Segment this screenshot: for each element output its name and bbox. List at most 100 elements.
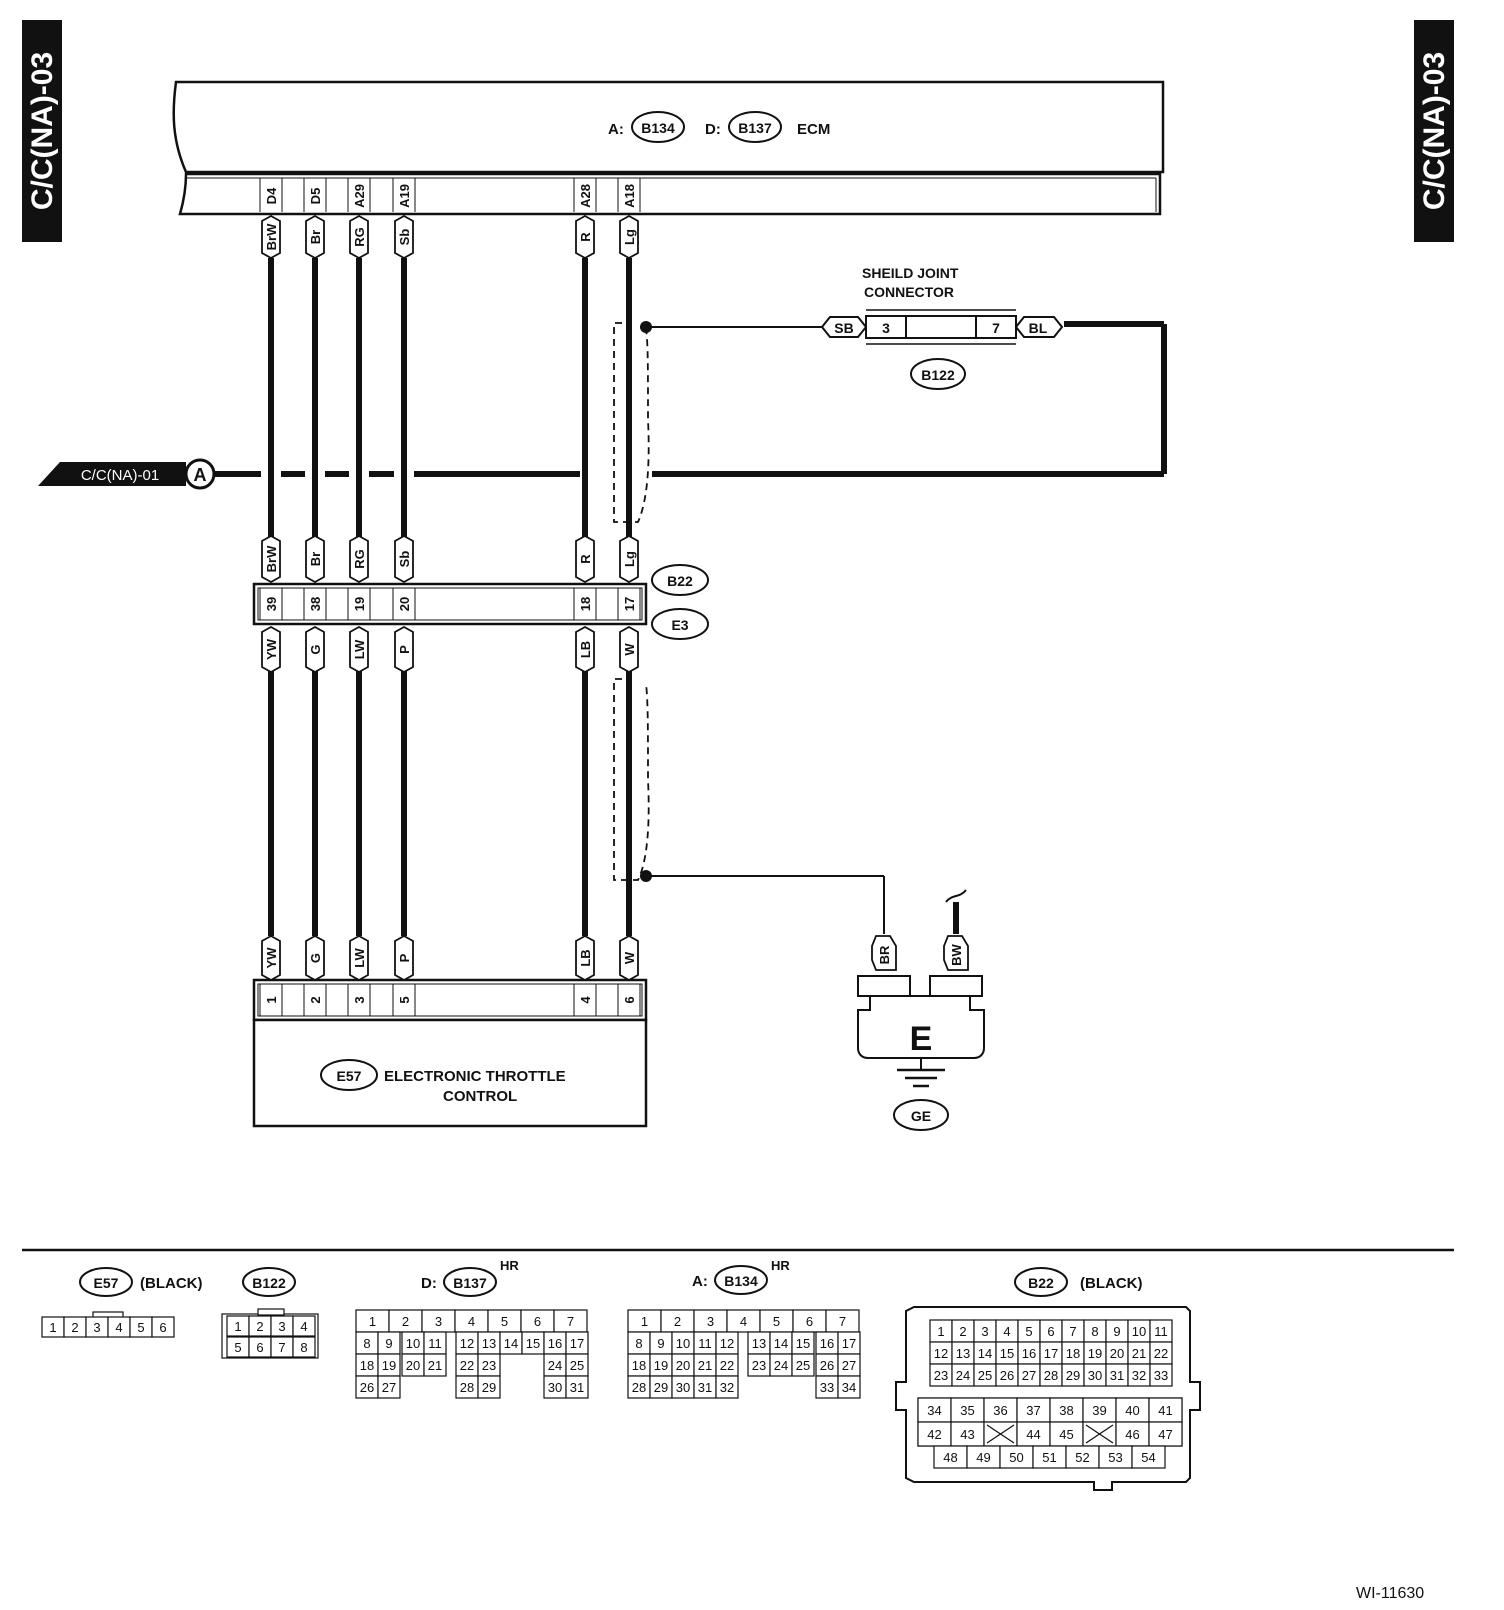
pin-cell: 7	[825, 1309, 860, 1333]
ecm-box: A: B134 D: B137 ECM	[172, 80, 1165, 216]
pin-number: 15	[1000, 1346, 1014, 1361]
pin-cell: 18	[355, 1353, 379, 1377]
legend-b134-id: B134	[724, 1273, 758, 1289]
pin-cell: 14	[499, 1331, 523, 1355]
ecm-wire-color: R	[578, 232, 593, 242]
pin-cell: 21	[693, 1353, 717, 1377]
pin-number: 2	[71, 1320, 78, 1335]
pin-cell: 5	[226, 1336, 250, 1358]
b22-wire-color-tag: BrW	[261, 534, 281, 584]
etc-connector-id: E57	[337, 1068, 362, 1084]
etc-wire-color-tag: LW	[349, 934, 369, 982]
pin-number: 27	[1022, 1368, 1036, 1383]
ecm-pin-label: A28	[578, 184, 593, 208]
pin-number: 31	[1110, 1368, 1124, 1383]
pin-cell: 43	[950, 1421, 985, 1447]
etc-wire-color-tag: LB	[575, 934, 595, 982]
pin-cell: 4	[726, 1309, 761, 1333]
pin-number: 24	[774, 1358, 788, 1373]
pin-cell: 23	[477, 1353, 501, 1377]
pin-cell: 29	[1061, 1363, 1085, 1387]
pin-number: 7	[278, 1340, 285, 1355]
pin-cell: 16	[1017, 1341, 1041, 1365]
pin-cell: 8	[355, 1331, 379, 1355]
ecm-wire-color: RG	[352, 227, 367, 247]
pin-cell: 17	[565, 1331, 589, 1355]
pin-number: 31	[570, 1380, 584, 1395]
pin-number: 19	[654, 1358, 668, 1373]
legend-b22-id: B22	[1028, 1275, 1054, 1291]
pin-cell: 10	[671, 1331, 695, 1355]
pin-cell: 2	[660, 1309, 695, 1333]
e3-wire-color-tag: YW	[261, 625, 281, 674]
pin-cell: 49	[966, 1445, 1001, 1469]
pin-cell: 44	[1016, 1421, 1051, 1447]
etc-title-line-2: CONTROL	[443, 1088, 517, 1105]
pin-number: 29	[1066, 1368, 1080, 1383]
legend-b137-prefix: D:	[421, 1275, 437, 1292]
pin-number: 25	[796, 1358, 810, 1373]
ground-left-color: BR	[877, 945, 892, 964]
pin-cell: 30	[671, 1375, 695, 1399]
pin-cell: 45	[1049, 1421, 1084, 1447]
pin-cell: 51	[1032, 1445, 1067, 1469]
pin-number: 26	[360, 1380, 374, 1395]
e3-wire-color-tag: P	[394, 625, 414, 674]
pin-number: 10	[676, 1336, 690, 1351]
legend-b137-sup: HR	[500, 1258, 519, 1273]
ecm-wire-color-tag: BrW	[261, 214, 281, 260]
pin-number: 3	[435, 1314, 442, 1329]
etc-wire-color-tag: G	[305, 934, 325, 982]
pin-number: 8	[300, 1340, 307, 1355]
pin-cell: 17	[1039, 1341, 1063, 1365]
pin-number: 23	[934, 1368, 948, 1383]
pin-cell: 2	[63, 1316, 87, 1338]
pin-cell: 40	[1115, 1397, 1150, 1423]
pin-number: 38	[1059, 1403, 1073, 1418]
pin-number: 11	[698, 1336, 712, 1351]
pin-cell: 13	[951, 1341, 975, 1365]
ecm-wire-color-tag: RG	[349, 214, 369, 260]
pin-cell: 12	[715, 1331, 739, 1355]
etc-wire-color-tag: YW	[261, 934, 281, 982]
legend-e57-note: (BLACK)	[140, 1275, 202, 1292]
b22-connector-id: B22	[667, 573, 693, 589]
pin-cell: 54	[1131, 1445, 1166, 1469]
pin-number: 10	[406, 1336, 420, 1351]
pin-number: 5	[234, 1340, 241, 1355]
e3-wire-color: P	[397, 645, 412, 654]
pin-cell: 26	[355, 1375, 379, 1399]
pin-cell: 31	[565, 1375, 589, 1399]
ecm-wire-color: Sb	[397, 229, 412, 246]
e3-wire-color-tag: W	[619, 625, 639, 674]
pin-cell: 5	[1017, 1319, 1041, 1343]
right-side-tab-label: C/C(NA)-03	[1418, 52, 1451, 210]
pin-cell: 31	[693, 1375, 717, 1399]
pin-number: 28	[460, 1380, 474, 1395]
etc-pin-label: 4	[578, 996, 593, 1004]
pin-number: 25	[570, 1358, 584, 1373]
pin-cell: 16	[543, 1331, 567, 1355]
pin-cell: 6	[792, 1309, 827, 1333]
pin-cell: 11	[423, 1331, 447, 1355]
ground-block-label: E	[910, 1020, 933, 1058]
pin-number: 17	[1044, 1346, 1058, 1361]
ground-connector-id: GE	[911, 1108, 931, 1124]
pin-number: 8	[1091, 1324, 1098, 1339]
etc-pin-label: 3	[352, 996, 367, 1003]
etc-wire-color-tag: P	[394, 934, 414, 982]
pin-cell: 3	[693, 1309, 728, 1333]
pin-cell: 4	[454, 1309, 489, 1333]
offpage-connector[interactable]: C/C(NA)-01 A	[38, 458, 216, 490]
pin-number: 12	[460, 1336, 474, 1351]
e3-wire-color-tag: LB	[575, 625, 595, 674]
pin-cell: 30	[1083, 1363, 1107, 1387]
ecm-label: ECM	[797, 121, 830, 138]
pin-number: 22	[460, 1358, 474, 1373]
pin-number: 2	[256, 1319, 263, 1334]
etc-wire-color: LW	[352, 948, 367, 968]
pin-cell: 10	[401, 1331, 425, 1355]
